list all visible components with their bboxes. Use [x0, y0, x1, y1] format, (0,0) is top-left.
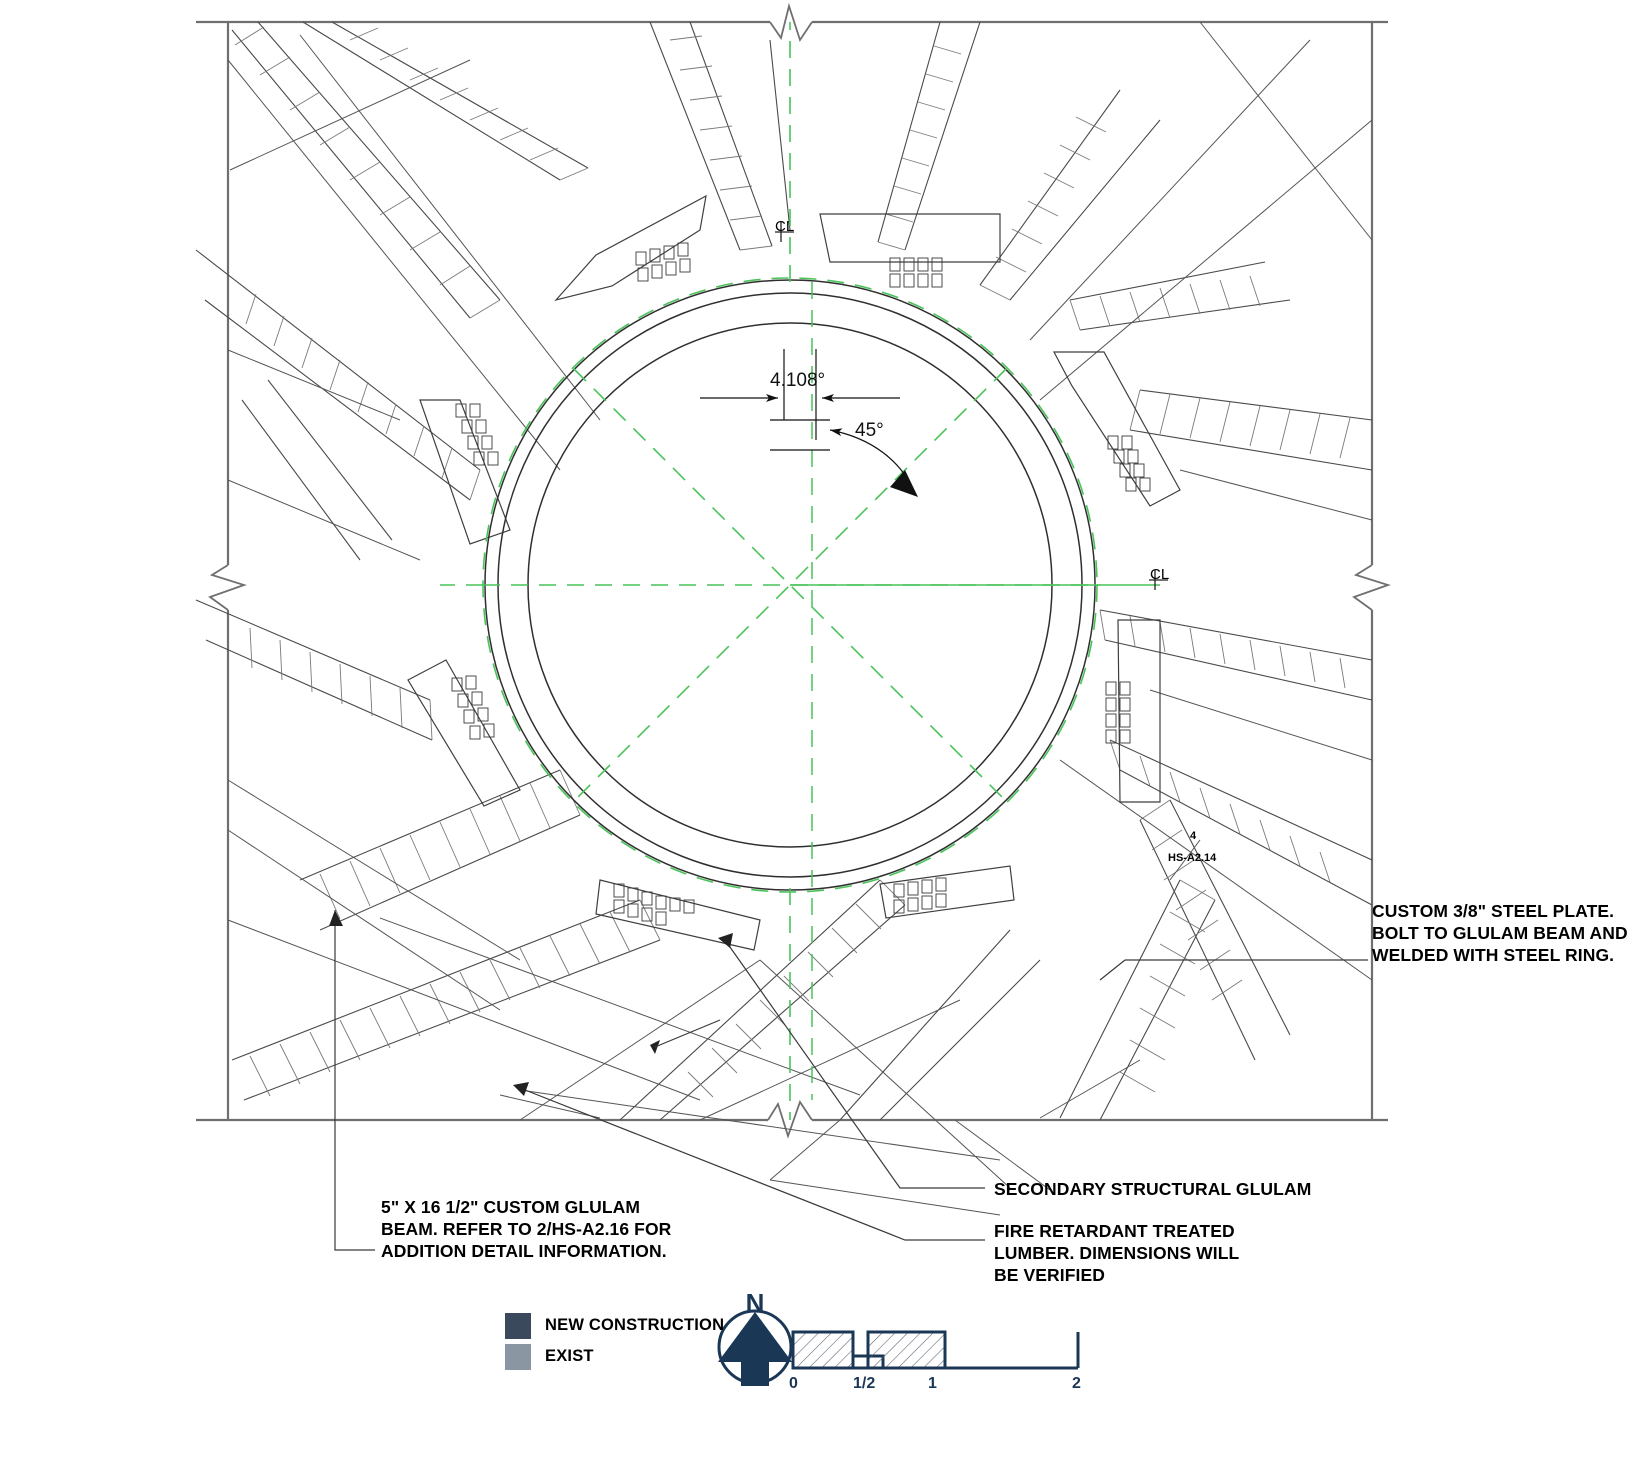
dimension-leader-lines — [700, 349, 918, 497]
legend: NEW CONSTRUCTION EXIST — [505, 1310, 735, 1372]
detail-tag-sheet: HS-A2.14 — [1168, 852, 1217, 864]
annotation-steel-plate: CUSTOM 3/8" STEEL PLATE. BOLT TO GLULAM … — [1372, 901, 1628, 965]
beam-webs — [234, 26, 1351, 1098]
legend-label-new-construction: NEW CONSTRUCTION — [545, 1316, 725, 1334]
beam-outer-frames — [407, 194, 1181, 951]
centerline-label-right: CL — [1150, 566, 1170, 583]
detail-tag-number: 4 — [1190, 830, 1197, 842]
legend-swatch-exist — [505, 1343, 531, 1370]
secondary-diagonal-members — [227, 21, 1373, 1216]
plate-bolt-patterns — [451, 242, 1151, 926]
legend-item-exist: EXIST — [505, 1341, 735, 1372]
centerline-symbols — [775, 222, 1168, 590]
legend-swatch-new-construction — [505, 1312, 531, 1339]
scale-tick-2: 2 — [1072, 1375, 1081, 1392]
legend-item-new-construction: NEW CONSTRUCTION — [505, 1310, 735, 1341]
sheet-border-lines — [196, 2, 1391, 1139]
dimension-offset-angle: 4.108° — [770, 370, 826, 391]
dimension-radial-angle: 45° — [855, 420, 884, 441]
north-arrow-graphic — [717, 1309, 793, 1386]
scale-bar-graphic — [791, 1330, 1080, 1370]
annotation-secondary-glulam: SECONDARY STRUCTURAL GLULAM — [994, 1179, 1312, 1199]
detail-tag-leader — [1169, 839, 1201, 881]
scale-tick-0: 0 — [789, 1375, 798, 1392]
centerline-label-top: CL — [775, 218, 795, 235]
north-arrow: N — [712, 1288, 798, 1384]
annotation-glulam-beam: 5" X 16 1/2" CUSTOM GLULAM BEAM. REFER T… — [381, 1197, 672, 1261]
structural-framing-linework — [195, 21, 1373, 1216]
note-leader-lines — [329, 910, 1368, 1251]
north-label: N — [745, 1288, 765, 1318]
green-centerlines — [440, 22, 1160, 1120]
scale-tick-1: 1 — [928, 1375, 937, 1392]
radial-glulam-beams — [195, 21, 1373, 1121]
annotation-fire-retardant: FIRE RETARDANT TREATED LUMBER. DIMENSION… — [994, 1221, 1240, 1285]
scale-tick-half: 1/2 — [853, 1375, 876, 1392]
legend-label-exist: EXIST — [545, 1347, 594, 1365]
